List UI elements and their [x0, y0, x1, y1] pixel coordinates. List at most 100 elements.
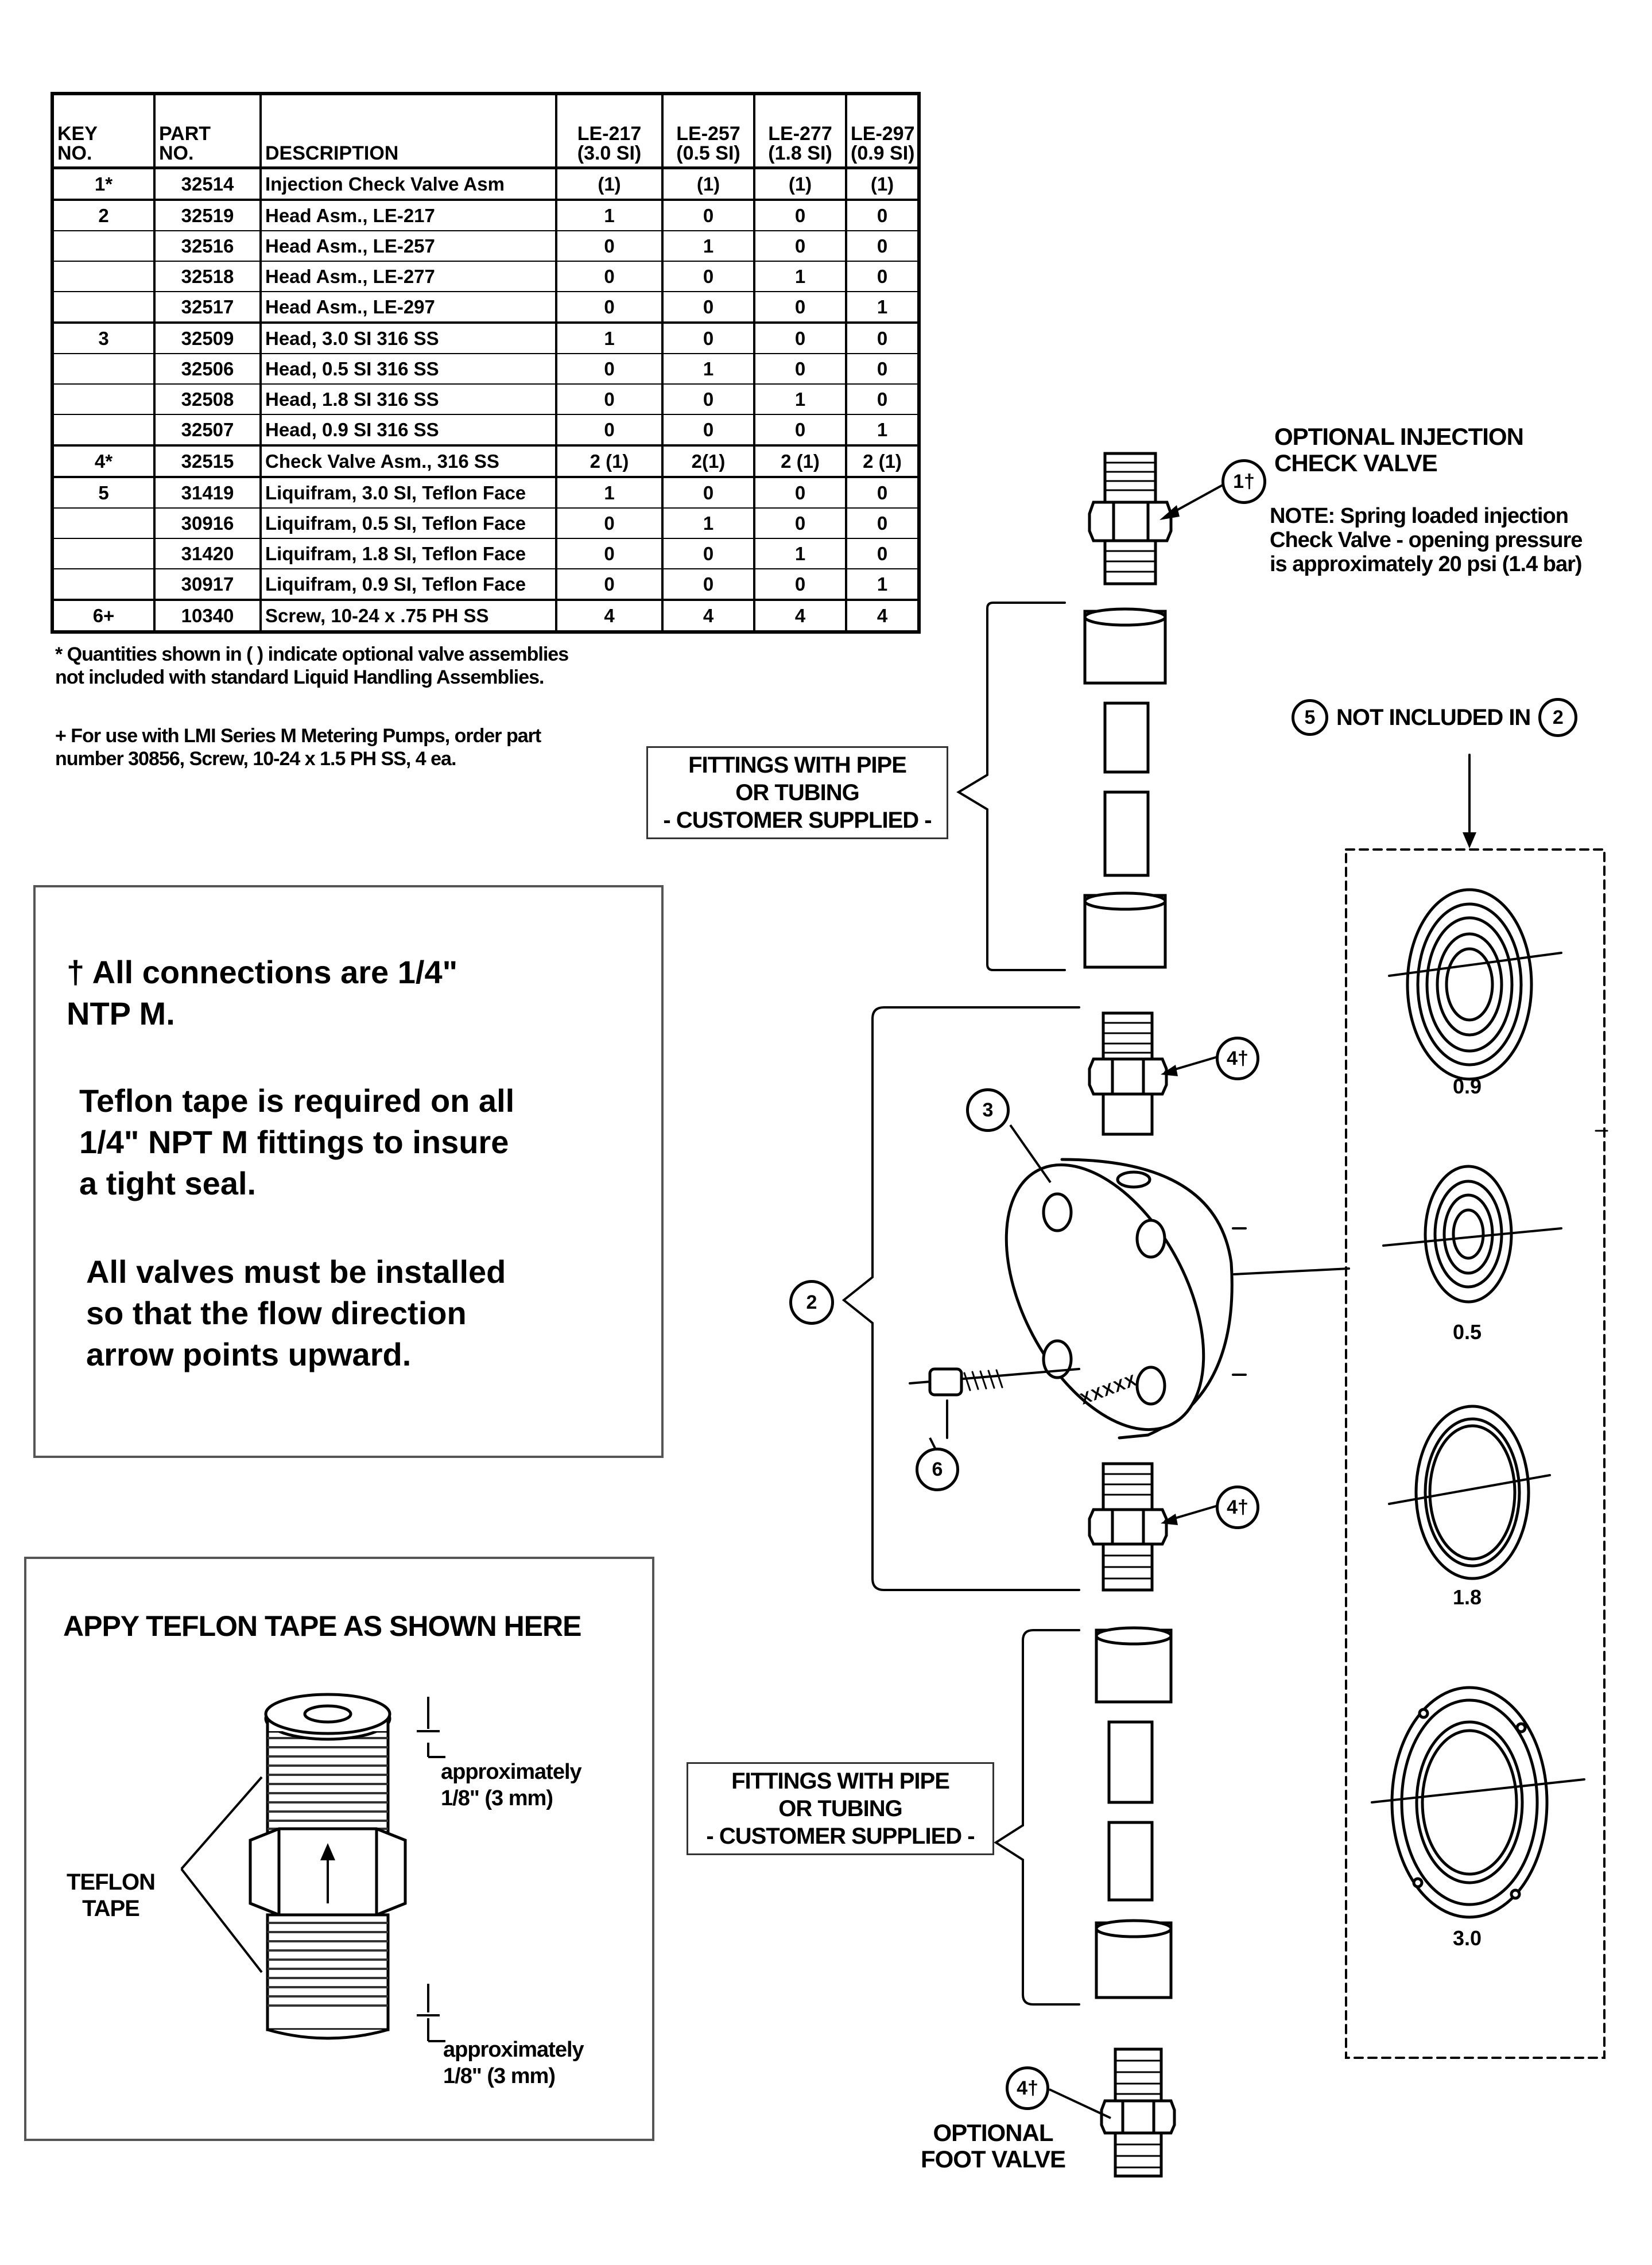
bottom-fittings	[994, 1626, 1173, 2006]
approx-line: approximately	[441, 1760, 582, 1784]
not-included-text: NOT INCLUDED IN	[1336, 705, 1531, 730]
quantity-cell: 0	[661, 199, 755, 231]
info-line: so that the flow direction	[86, 1295, 467, 1331]
label-line: OPTIONAL	[933, 2119, 1054, 2146]
part-number-cell: 31419	[153, 476, 262, 509]
quantity-cell: 0	[555, 384, 664, 415]
footnote-plus: + For use with LMI Series M Metering Pum…	[55, 724, 744, 770]
teflon-note: Teflon tape is required on all 1/4" NPT …	[79, 1080, 653, 1204]
info-line: Teflon tape is required on all	[79, 1083, 515, 1119]
key-cell	[51, 569, 156, 600]
quantity-cell: 1	[845, 292, 920, 323]
description-cell: Liquifram, 3.0 SI, Teflon Face	[259, 476, 557, 509]
callout-6: 6	[916, 1448, 959, 1491]
liquifram-1-8	[1388, 1405, 1551, 1580]
size-label: 1.8	[1452, 1585, 1482, 1609]
footnote-asterisk: * Quantities shown in ( ) indicate optio…	[55, 643, 744, 689]
quantity-cell: 0	[753, 231, 847, 262]
quantity-cell: 4	[845, 599, 920, 633]
callout-1: 1†	[1221, 459, 1266, 504]
label-line: FOOT VALVE	[920, 2146, 1066, 2173]
part-number-cell: 32508	[153, 384, 262, 415]
key-cell	[51, 261, 156, 292]
quantity-cell: 0	[845, 261, 920, 292]
tape-label-line: TEFLON	[67, 1870, 156, 1895]
quantity-cell: 1	[753, 538, 847, 569]
quantity-cell: 4	[555, 599, 664, 633]
quantity-cell: 0	[661, 476, 755, 509]
key-cell	[51, 508, 156, 539]
fittings-bottom-box: FITTINGS WITH PIPE OR TUBING - CUSTOMER …	[687, 1762, 994, 1855]
fittings-line: OR TUBING	[735, 780, 859, 805]
callout-5: 5	[1292, 699, 1328, 736]
quantity-cell: 0	[845, 231, 920, 262]
footnote-line: * Quantities shown in ( ) indicate optio…	[55, 643, 569, 665]
footnote-line: number 30856, Screw, 10-24 x 1.5 PH SS, …	[55, 748, 456, 770]
quantity-cell: 0	[661, 321, 755, 354]
part-number-cell: 30917	[153, 569, 262, 600]
fittings-line: FITTINGS WITH PIPE	[688, 753, 907, 778]
description-cell: Head Asm., LE-217	[259, 199, 557, 231]
quantity-cell: (1)	[661, 168, 755, 200]
top-fittings	[956, 602, 1167, 971]
description-cell: Liquifram, 0.9 SI, Teflon Face	[259, 569, 557, 600]
pump-head	[1005, 1158, 1350, 1440]
key-cell: 3	[51, 321, 156, 354]
key-cell: 2	[51, 199, 156, 231]
quantity-cell: 0	[661, 538, 755, 569]
note-line: is approximately 20 psi (1.4 bar)	[1270, 552, 1583, 576]
col-model-header: LE-217(3.0 SI)	[555, 94, 664, 169]
fittings-top-box: FITTINGS WITH PIPE OR TUBING - CUSTOMER …	[646, 746, 948, 839]
quantity-cell: 0	[661, 292, 755, 323]
part-number-cell: 32515	[153, 444, 262, 478]
description-cell: Liquifram, 1.8 SI, Teflon Face	[259, 538, 557, 569]
quantity-cell: (1)	[753, 168, 847, 200]
quantity-cell: 0	[555, 231, 664, 262]
info-line: NTP M.	[67, 995, 175, 1031]
size-label: 0.9	[1452, 1075, 1482, 1098]
size-label: 0.5	[1452, 1320, 1482, 1344]
optional-check-valve-label: OPTIONAL INJECTION CHECK VALVE	[1274, 424, 1524, 476]
quantity-cell: 1	[753, 384, 847, 415]
description-cell: Head, 0.9 SI 316 SS	[259, 414, 557, 446]
quantity-cell: 0	[845, 199, 920, 231]
teflon-tape-illustration	[180, 1693, 445, 2042]
info-line: a tight seal.	[79, 1165, 257, 1201]
liquifram-group-box	[1345, 848, 1606, 2059]
key-cell	[51, 384, 156, 415]
size-label: 3.0	[1452, 1926, 1482, 1950]
quantity-cell: 0	[555, 292, 664, 323]
footnote-line: not included with standard Liquid Handli…	[55, 666, 544, 688]
approx-line: approximately	[443, 2038, 584, 2062]
quantity-cell: 0	[845, 538, 920, 569]
description-cell: Injection Check Valve Asm	[259, 168, 557, 200]
approx-top-label: approximately 1/8" (3 mm)	[441, 1759, 582, 1812]
fittings-line: - CUSTOMER SUPPLIED -	[706, 1824, 975, 1849]
callout-4-lower: 4†	[1216, 1486, 1259, 1529]
key-cell: 6+	[51, 599, 156, 633]
part-number-cell: 32514	[153, 168, 262, 200]
quantity-cell: 0	[845, 321, 920, 354]
fittings-line: OR TUBING	[778, 1796, 902, 1821]
quantity-cell: (1)	[845, 168, 920, 200]
description-cell: Head Asm., LE-297	[259, 292, 557, 323]
quantity-cell: 2 (1)	[753, 444, 847, 478]
quantity-cell: 0	[661, 569, 755, 600]
quantity-cell: 0	[555, 261, 664, 292]
quantity-cell: 0	[753, 199, 847, 231]
quantity-cell: 0	[555, 508, 664, 539]
quantity-cell: 1	[661, 354, 755, 385]
quantity-cell: 1	[845, 414, 920, 446]
label-line: CHECK VALVE	[1274, 449, 1438, 476]
quantity-cell: 0	[555, 569, 664, 600]
quantity-cell: 0	[753, 569, 847, 600]
